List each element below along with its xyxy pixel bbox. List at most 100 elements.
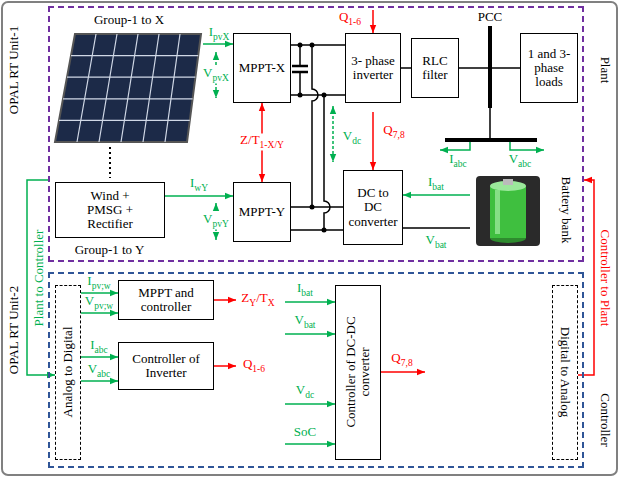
- node-text: Battery bank: [559, 177, 573, 244]
- capacitor-symbol: [292, 66, 308, 72]
- subscript: 1-6: [252, 364, 265, 374]
- text-part: I: [428, 174, 432, 189]
- node-text: MPPT-X: [239, 61, 285, 75]
- text-part: I: [190, 175, 194, 190]
- signal-label: IwY: [190, 176, 208, 193]
- subscript: abc: [518, 159, 531, 169]
- group-label: Group-1 to Y: [75, 242, 145, 256]
- junction-dot: [322, 228, 327, 233]
- subscript: 7,8: [393, 130, 405, 140]
- text-part: V: [295, 312, 304, 327]
- text-part: Z: [241, 290, 249, 305]
- subscript: pvX: [213, 73, 229, 83]
- subscript: pv;w: [92, 281, 111, 291]
- subscript: wY: [194, 183, 208, 193]
- text-part: Q: [243, 356, 252, 371]
- signal-label: Q1-6: [243, 357, 265, 374]
- node-text: 3- phase inverter: [349, 54, 397, 83]
- subscript: bat: [432, 182, 444, 192]
- node-text: RLC filter: [415, 54, 455, 83]
- dc-bus-wire: [324, 95, 330, 230]
- controller-box: MPPT and controller: [118, 280, 214, 320]
- region-label: Plant: [598, 57, 612, 84]
- signal-label: ZY/TX: [241, 291, 274, 308]
- junction-dot: [298, 93, 303, 98]
- node-text: Analog to Digital: [60, 327, 74, 418]
- signal-label: IpvX: [209, 25, 230, 42]
- signal-label: Vabc: [509, 152, 532, 169]
- text-part: I: [87, 273, 91, 288]
- text-part: V: [203, 211, 212, 226]
- mppt-box: MPPT-Y: [233, 182, 291, 242]
- battery-picture: [476, 176, 540, 246]
- signal-arrow: [27, 180, 55, 375]
- measure-bus: [445, 138, 537, 142]
- voltage-arrow: [215, 203, 217, 240]
- subscript: Y: [249, 298, 256, 308]
- text-part: I: [90, 337, 94, 352]
- signal-label: VpvX: [202, 66, 230, 83]
- signal-label: Iabc: [449, 152, 467, 169]
- text-part: V: [296, 382, 305, 397]
- signal-label: Vdc: [296, 383, 314, 400]
- signal-arrow: [578, 180, 594, 375]
- pcc-tap: [489, 108, 491, 140]
- power-line: [401, 67, 411, 69]
- converter-interface: Analog to Digital: [55, 285, 81, 460]
- subscript: abc: [454, 159, 467, 169]
- text-part: I: [297, 280, 301, 295]
- signal-arrow: [285, 301, 335, 303]
- subscript: 1-6: [348, 17, 361, 27]
- subscript: abc: [95, 345, 108, 355]
- load-box: 1 and 3- phase loads: [520, 33, 578, 103]
- node-text: MPPT and controller: [122, 286, 210, 315]
- converter-interface: Digital to Analog: [552, 285, 578, 460]
- node-text: Controller of DC-DC converter: [343, 307, 372, 437]
- node-text: Controller of Inverter: [122, 352, 210, 381]
- subscript: dc: [352, 136, 361, 146]
- text-part: V: [509, 151, 518, 166]
- power-line: [291, 206, 343, 208]
- text-part: V: [203, 65, 212, 80]
- capacitor-symbol: [299, 45, 301, 95]
- text-part: I: [209, 24, 213, 39]
- group-dots: [109, 147, 111, 178]
- converter-box: DC to DC converter: [343, 170, 403, 245]
- plant-region: OPAL RT Unit-1PlantGroup-1 to XMPPT-X3- …: [48, 6, 584, 262]
- battery-picture: [495, 190, 500, 234]
- signal-label: Z/T1-X/Y: [239, 133, 285, 150]
- voltage-arrow: [215, 52, 217, 98]
- signal-arrow: [203, 43, 233, 45]
- unit-label: OPAL RT Unit-1: [7, 26, 21, 114]
- wind-box: Wind + PMSG + RectifierGroup-1 to Y: [55, 182, 165, 238]
- filter-box: RLC filter: [411, 38, 459, 98]
- voltage-arrow: [332, 106, 334, 162]
- signal-arrow: [81, 356, 118, 358]
- text-part: V: [85, 293, 94, 308]
- node-text: Digital to Analog: [557, 327, 571, 417]
- text-part: I: [449, 151, 453, 166]
- battery-picture: [503, 179, 513, 185]
- signal-label: Q7,8: [383, 123, 404, 140]
- node-text: MPPT-Y: [239, 205, 285, 219]
- subscript: bat: [435, 240, 447, 250]
- text-part: /T: [256, 290, 268, 305]
- group-label: Group-1 to X: [94, 13, 164, 27]
- signal-label: Iabc: [90, 338, 108, 355]
- junction-dot: [322, 93, 327, 98]
- battery-picture: [490, 186, 526, 238]
- signal-arrow: [510, 142, 544, 150]
- pcc-bus: [488, 26, 492, 108]
- pv-array: Group-1 to X: [55, 12, 203, 144]
- text-part: Q: [383, 122, 392, 137]
- subscript: pv;w: [94, 301, 113, 311]
- signal-label: Vbat: [426, 233, 447, 250]
- unit-label: OPAL RT Unit-2: [7, 286, 21, 374]
- subscript: 1-X/Y: [260, 140, 284, 150]
- signal-label: Plant to Controller: [32, 230, 46, 327]
- gate-arrow: [214, 365, 236, 367]
- signal-label: Ipv;w: [87, 274, 110, 291]
- signal-label: Controller to Plant: [598, 230, 612, 327]
